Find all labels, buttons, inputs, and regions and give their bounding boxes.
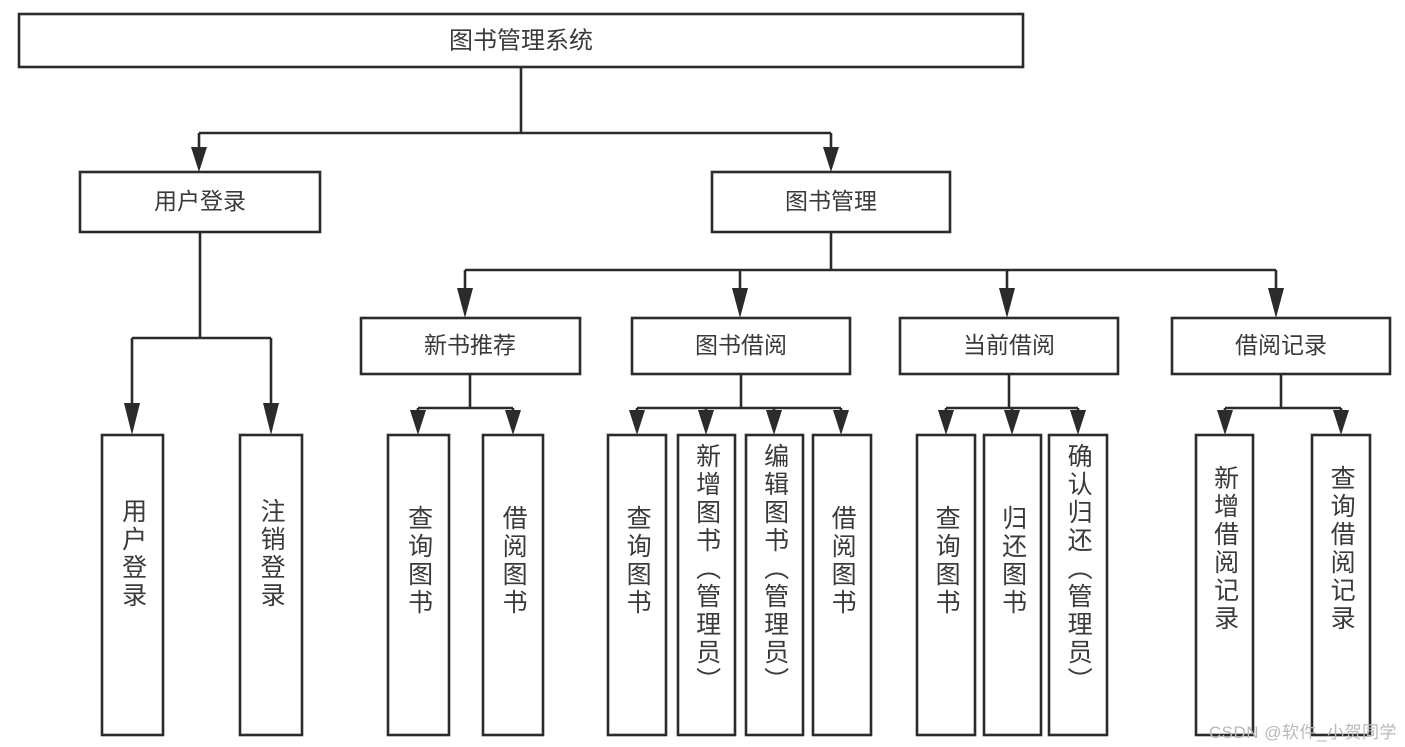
leaf-box-borrow-book-1[interactable] (481, 433, 545, 737)
leaf-box-user-logout[interactable] (238, 433, 304, 737)
arrow-head-user-login (191, 147, 207, 172)
node-current-borrow-box[interactable] (898, 316, 1120, 376)
arrow-head-leaf-add-record (1217, 410, 1233, 435)
node-borrow-record-label: 借阅记录 (1235, 332, 1327, 358)
arrow-head-leaf-user-logout (263, 403, 279, 435)
leaf-box-confirm-return[interactable] (1047, 433, 1109, 737)
node-borrow-record-box[interactable] (1170, 316, 1392, 376)
csdn-watermark: CSDN @软件_小贺同学 (1208, 723, 1397, 742)
arrow-head-leaf-return-book (1004, 410, 1020, 435)
arrow-head-leaf-query-book-2 (629, 410, 645, 435)
leaf-box-return-book[interactable] (982, 433, 1043, 737)
node-borrow-record[interactable]: 借阅记录 (1170, 316, 1392, 376)
node-new-book-recommend-box[interactable] (359, 316, 582, 376)
node-book-borrow-box[interactable] (630, 316, 852, 376)
arrow-head-book-borrow (732, 288, 748, 318)
node-book-management-box[interactable] (710, 170, 952, 234)
node-current-borrow-label: 当前借阅 (963, 332, 1055, 358)
node-book-management[interactable]: 图书管理 (710, 170, 952, 234)
node-new-book-recommend[interactable]: 新书推荐 (359, 316, 582, 376)
leaf-box-add-record[interactable] (1194, 433, 1255, 737)
leaf-box-query-record[interactable] (1310, 433, 1372, 737)
node-book-borrow[interactable]: 图书借阅 (630, 316, 852, 376)
node-new-book-recommend-label: 新书推荐 (424, 332, 516, 358)
leaf-box-add-book[interactable] (676, 433, 737, 737)
arrow-head-leaf-borrow-book-2 (833, 410, 849, 435)
arrow-head-leaf-edit-book (766, 410, 782, 435)
node-user-login-label: 用户登录 (154, 188, 246, 214)
node-root[interactable]: 图书管理系统 (17, 12, 1025, 69)
node-user-login[interactable]: 用户登录 (78, 170, 322, 234)
leaf-box-user-login[interactable] (100, 433, 165, 737)
arrow-head-borrow-record (1268, 288, 1284, 318)
node-book-borrow-label: 图书借阅 (695, 332, 787, 358)
leaf-box-query-book-3[interactable] (915, 433, 977, 737)
leaf-box-edit-book[interactable] (744, 433, 805, 737)
leaf-box-borrow-book-2[interactable] (811, 433, 873, 737)
leaf-box-query-book-2[interactable] (606, 433, 668, 737)
arrow-head-leaf-query-book-1 (410, 410, 426, 435)
node-book-management-label: 图书管理 (785, 188, 877, 214)
arrow-head-leaf-add-book (698, 410, 714, 435)
node-root-label: 图书管理系统 (449, 27, 593, 54)
arrow-head-leaf-query-book-3 (938, 410, 954, 435)
arrow-head-leaf-user-login (124, 403, 140, 435)
arrow-head-current-borrow (999, 288, 1015, 318)
leaf-box-query-book-1[interactable] (386, 433, 451, 737)
arrow-head-new-book-recommend (457, 288, 473, 318)
node-root-box[interactable] (17, 12, 1025, 69)
arrow-head-leaf-query-record (1333, 410, 1349, 435)
arrow-head-book-management (823, 147, 839, 172)
arrow-head-leaf-borrow-book-1 (505, 410, 521, 435)
node-current-borrow[interactable]: 当前借阅 (898, 316, 1120, 376)
arrow-head-leaf-confirm-return (1070, 410, 1086, 435)
